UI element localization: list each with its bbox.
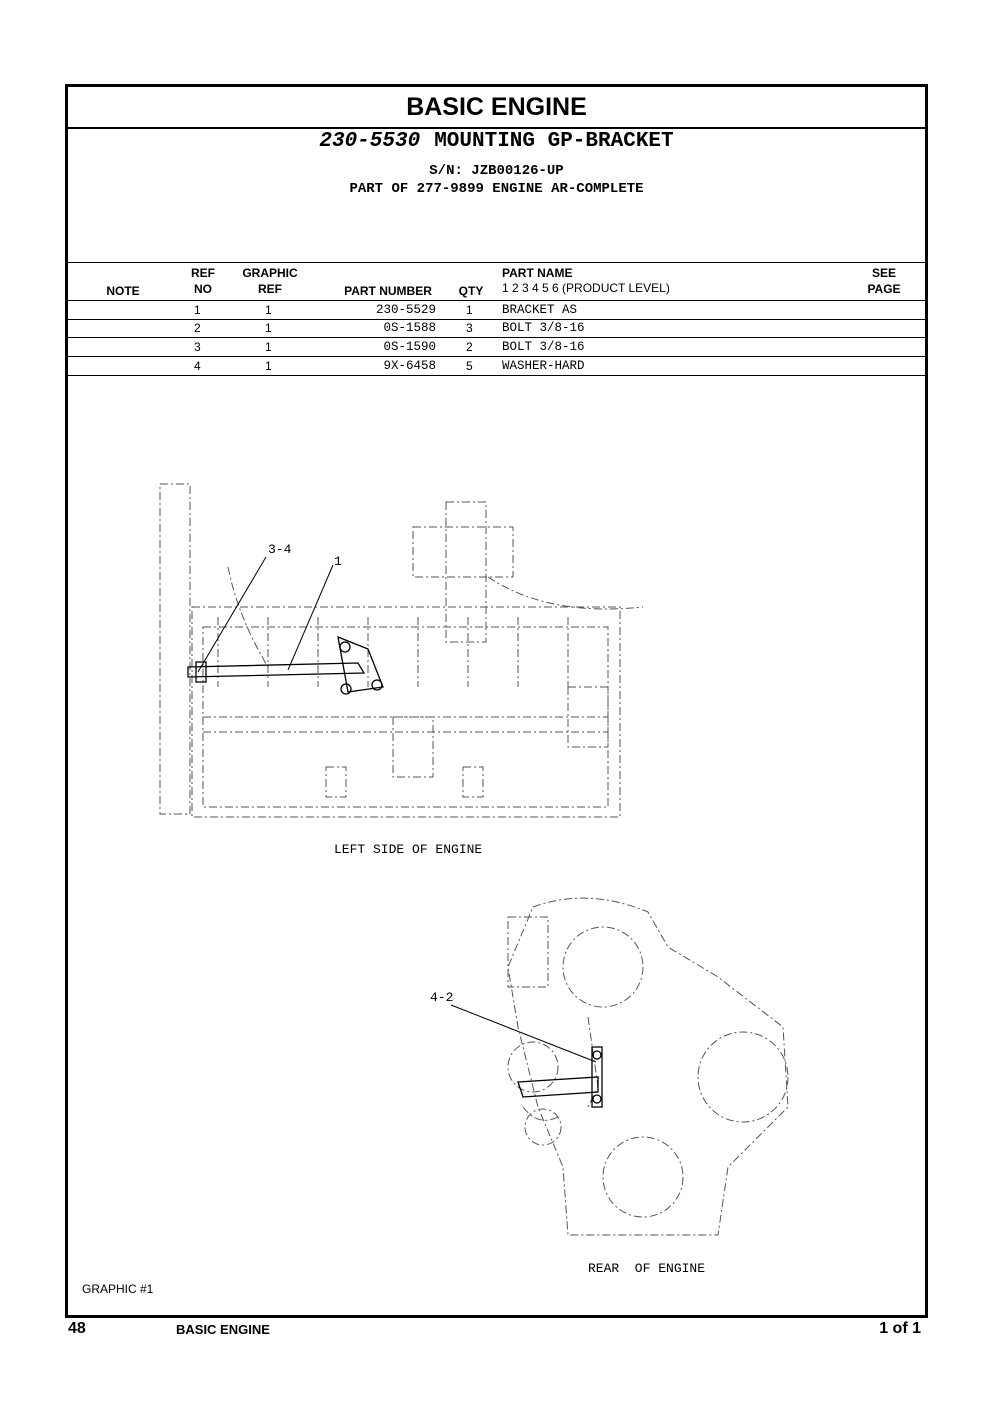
rear-engine-outline: [507, 897, 789, 1236]
header-see-1: SEE: [871, 266, 896, 280]
header-part-number: PART NUMBER: [344, 284, 432, 298]
part-of: PART OF 277-9899 ENGINE AR-COMPLETE: [349, 181, 644, 197]
table-row: 4 1 9X-6458 5 WASHER-HARD: [68, 357, 925, 376]
ref-no: 2: [194, 321, 201, 335]
part-name: WASHER-HARD: [502, 359, 585, 373]
part-number: 9X-6458: [383, 359, 436, 373]
caption-rear: REAR OF ENGINE: [588, 1261, 706, 1276]
part-number: 230-5529: [375, 303, 436, 317]
caption-left-side: LEFT SIDE OF ENGINE: [334, 842, 483, 857]
graphic-ref: 1: [265, 359, 272, 373]
group-name: MOUNTING GP-BRACKET: [434, 130, 674, 153]
group-number: 230-5530: [319, 130, 421, 153]
header-ref-1: REF: [191, 266, 215, 280]
header-note: NOTE: [106, 284, 140, 298]
table-top-rule: [68, 262, 925, 263]
qty: 5: [466, 359, 473, 373]
ref-no: 1: [194, 303, 201, 317]
qty: 2: [466, 340, 473, 354]
callout-4-2: 4-2: [430, 990, 454, 1005]
engine-drawing: [159, 483, 789, 1236]
serial-number: S/N: JZB00126-UP: [429, 163, 564, 179]
part-name: BOLT 3/8-16: [502, 321, 585, 335]
part-number: 0S-1588: [383, 321, 436, 335]
callout-3-4: 3-4: [268, 542, 292, 557]
bracket-assembly: [187, 635, 384, 695]
page-frame: BASIC ENGINE 230-5530 MOUNTING GP-BRACKET…: [65, 84, 928, 1318]
table-row: 3 1 0S-1590 2 BOLT 3/8-16: [68, 338, 925, 357]
header-graphic-1: GRAPHIC: [242, 266, 298, 280]
section-title: BASIC ENGINE: [68, 87, 925, 129]
header-graphic-2: REF: [258, 282, 282, 296]
part-name: BRACKET AS: [502, 303, 578, 317]
footer-page-of: 1 of 1: [879, 1320, 921, 1337]
qty: 1: [466, 303, 473, 317]
rear-bracket: [517, 1046, 603, 1108]
header-product-level: 1 2 3 4 5 6 (PRODUCT LEVEL): [502, 281, 670, 295]
graphic-label: GRAPHIC #1: [82, 1282, 154, 1296]
leader-lines: [197, 556, 597, 1063]
header-part-name: PART NAME: [502, 266, 573, 280]
qty: 3: [466, 321, 473, 335]
table-row: 2 1 0S-1588 3 BOLT 3/8-16: [68, 319, 925, 338]
footer-page-number: 48: [68, 1320, 86, 1337]
header-ref-2: NO: [194, 282, 212, 296]
callout-1: 1: [334, 554, 342, 569]
graphic-ref: 1: [265, 321, 272, 335]
group-title: 230-5530 MOUNTING GP-BRACKET: [68, 130, 925, 153]
graphic-ref: 1: [265, 340, 272, 354]
header-qty: QTY: [458, 284, 484, 298]
part-name: BOLT 3/8-16: [502, 340, 585, 354]
ref-no: 3: [194, 340, 201, 354]
part-number: 0S-1590: [383, 340, 436, 354]
ref-no: 4: [194, 359, 201, 373]
footer-section: BASIC ENGINE: [176, 1322, 270, 1337]
graphic-ref: 1: [265, 303, 272, 317]
left-side-engine-outline: [159, 483, 644, 818]
header-see-2: PAGE: [867, 282, 901, 296]
table-row: 1 1 230-5529 1 BRACKET AS: [68, 300, 925, 320]
